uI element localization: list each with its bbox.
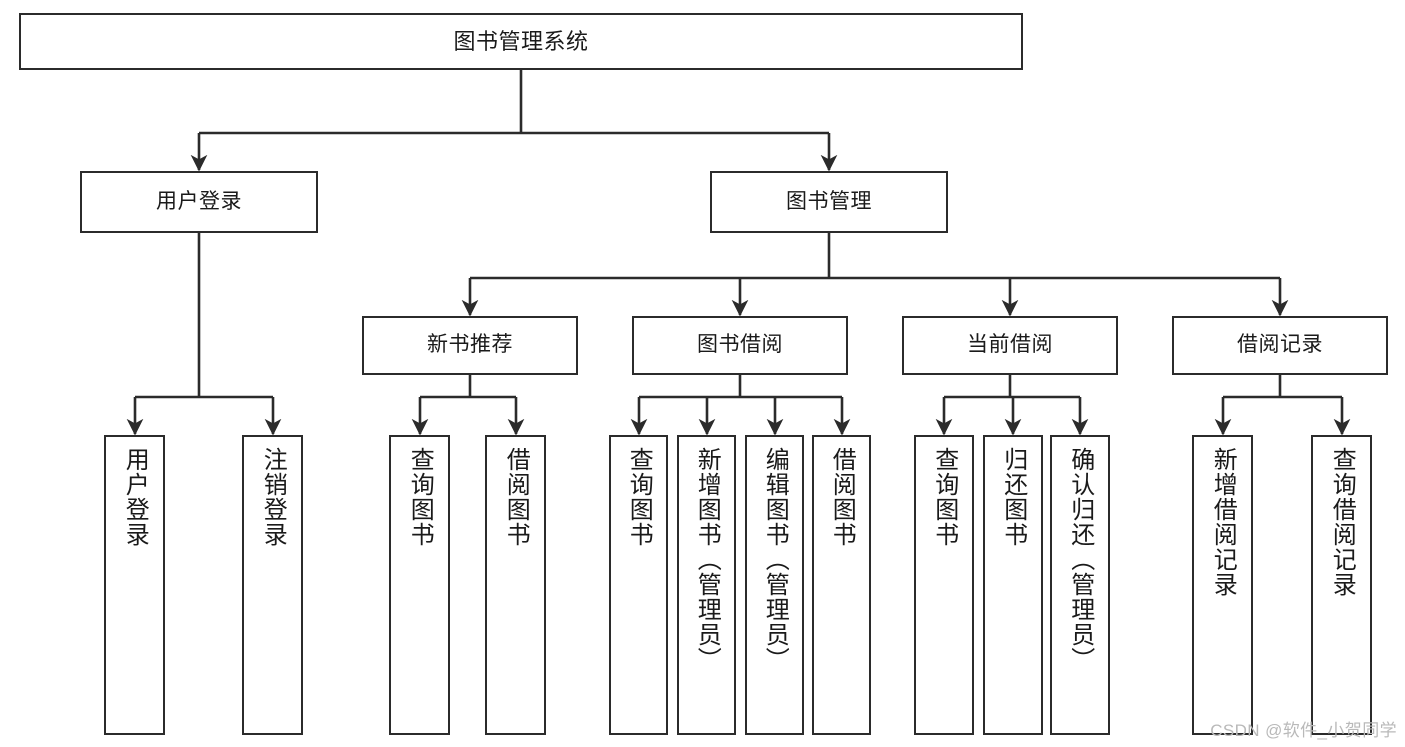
node-leaf-borrow-book-2[interactable]: 借阅图书 bbox=[812, 435, 871, 735]
node-leaf-user-logout[interactable]: 注销登录 bbox=[242, 435, 303, 735]
node-label: 查询图书 bbox=[930, 447, 958, 547]
node-label: 用户登录 bbox=[121, 447, 149, 547]
node-new-book-rec[interactable]: 新书推荐 bbox=[362, 316, 578, 375]
node-label: 查询借阅记录 bbox=[1328, 447, 1356, 597]
node-label: 图书借阅 bbox=[697, 333, 783, 357]
node-book-borrow[interactable]: 图书借阅 bbox=[632, 316, 848, 375]
node-label: 查询图书 bbox=[406, 447, 434, 547]
node-label: 编辑图书（管理员） bbox=[761, 447, 789, 672]
node-leaf-confirm-return[interactable]: 确认归还（管理员） bbox=[1050, 435, 1110, 735]
node-leaf-add-record[interactable]: 新增借阅记录 bbox=[1192, 435, 1253, 735]
node-current-borrow[interactable]: 当前借阅 bbox=[902, 316, 1118, 375]
node-root[interactable]: 图书管理系统 bbox=[19, 13, 1023, 70]
node-label: 新书推荐 bbox=[427, 333, 513, 357]
node-leaf-query-record[interactable]: 查询借阅记录 bbox=[1311, 435, 1372, 735]
node-label: 借阅图书 bbox=[502, 447, 530, 547]
node-leaf-return-book[interactable]: 归还图书 bbox=[983, 435, 1043, 735]
node-label: 查询图书 bbox=[625, 447, 653, 547]
node-label: 新增借阅记录 bbox=[1209, 447, 1237, 597]
node-label: 归还图书 bbox=[999, 447, 1027, 547]
csdn-watermark: CSDN @软件_小贺同学 bbox=[1210, 721, 1397, 740]
node-label: 确认归还（管理员） bbox=[1066, 447, 1094, 672]
node-borrow-record[interactable]: 借阅记录 bbox=[1172, 316, 1388, 375]
node-label: 注销登录 bbox=[259, 447, 287, 547]
node-label: 借阅图书 bbox=[828, 447, 856, 547]
node-leaf-edit-book[interactable]: 编辑图书（管理员） bbox=[745, 435, 804, 735]
node-label: 图书管理系统 bbox=[453, 28, 589, 54]
node-user-login[interactable]: 用户登录 bbox=[80, 171, 318, 233]
node-label: 当前借阅 bbox=[967, 333, 1053, 357]
node-leaf-query-book-1[interactable]: 查询图书 bbox=[389, 435, 450, 735]
node-leaf-query-book-3[interactable]: 查询图书 bbox=[914, 435, 974, 735]
node-book-manage[interactable]: 图书管理 bbox=[710, 171, 948, 233]
node-leaf-borrow-book-1[interactable]: 借阅图书 bbox=[485, 435, 546, 735]
node-leaf-query-book-2[interactable]: 查询图书 bbox=[609, 435, 668, 735]
node-label: 新增图书（管理员） bbox=[693, 447, 721, 672]
node-leaf-add-book[interactable]: 新增图书（管理员） bbox=[677, 435, 736, 735]
node-leaf-user-login[interactable]: 用户登录 bbox=[104, 435, 165, 735]
node-label: 用户登录 bbox=[156, 189, 242, 213]
node-label: 借阅记录 bbox=[1237, 333, 1323, 357]
node-label: 图书管理 bbox=[786, 189, 872, 213]
